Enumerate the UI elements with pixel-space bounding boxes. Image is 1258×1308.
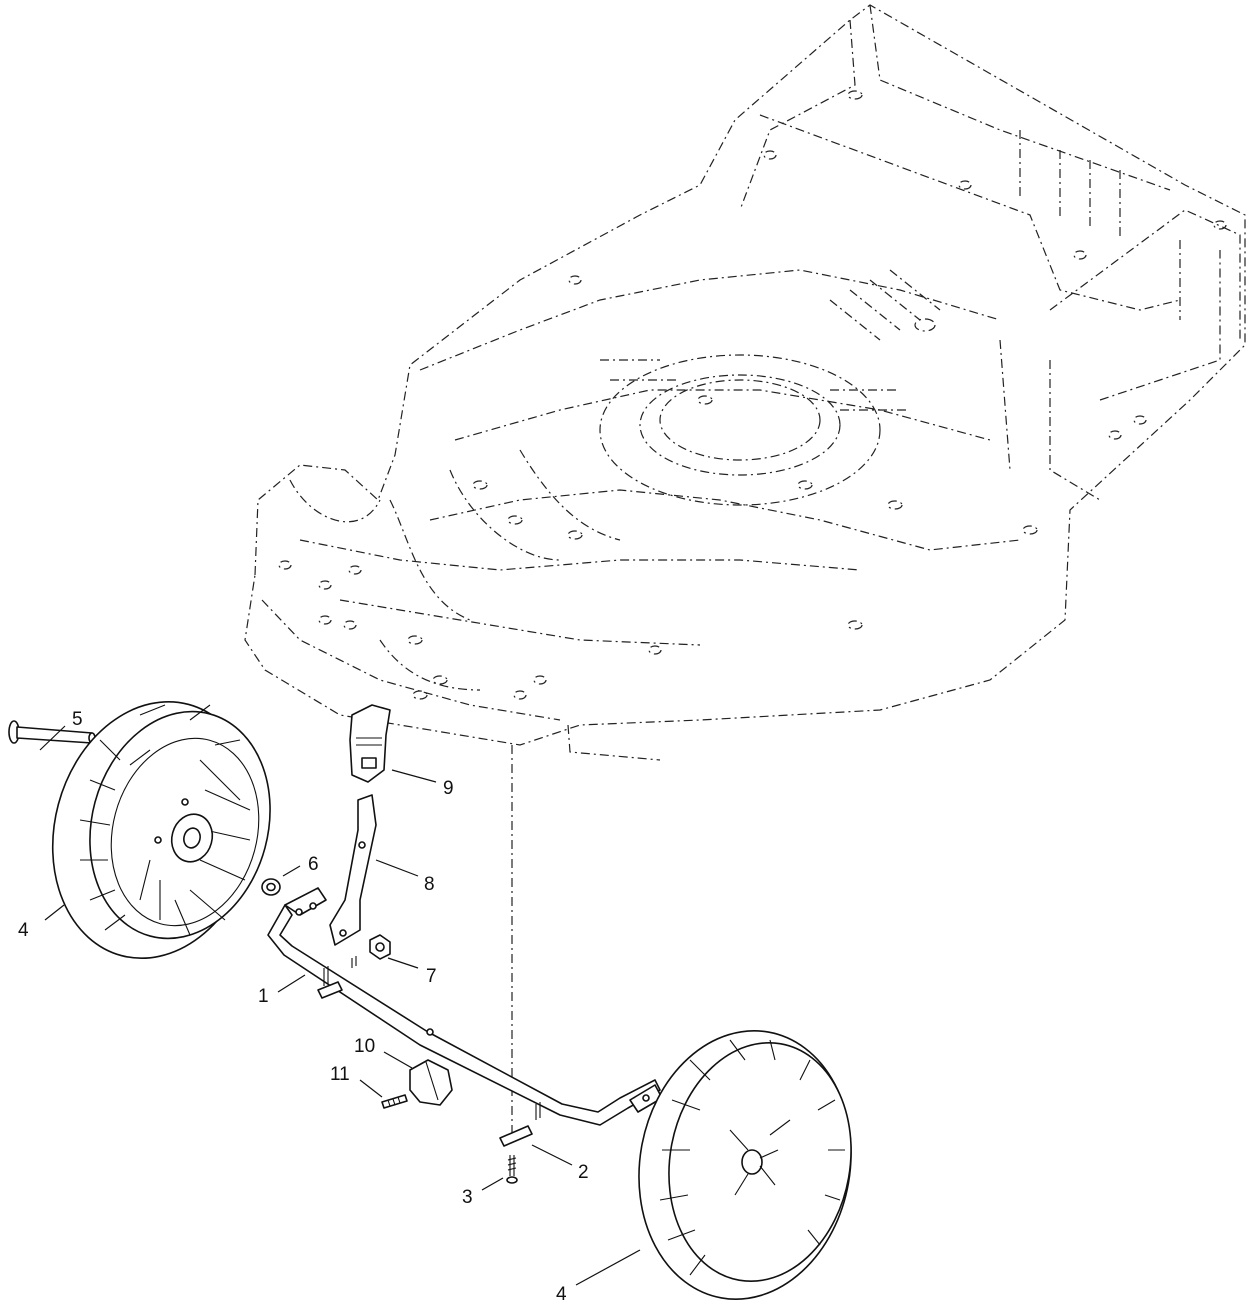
callout-labels: 1 2 3 4 4 5 6 7 8 9 10 11	[18, 709, 589, 1305]
callout-3: 3	[462, 1187, 473, 1208]
callout-8: 8	[424, 874, 435, 895]
bracket-plates	[317, 956, 541, 1147]
adjuster-lever	[329, 794, 377, 946]
callout-4a: 4	[18, 920, 29, 941]
callout-9: 9	[443, 778, 454, 799]
callout-6: 6	[308, 854, 319, 875]
callout-4b: 4	[556, 1284, 567, 1305]
callout-2: 2	[578, 1162, 589, 1183]
leader-lines	[39, 725, 641, 1286]
clip	[409, 1059, 453, 1106]
screw	[506, 1155, 518, 1184]
nut	[369, 934, 391, 960]
washer	[261, 878, 281, 896]
handle-grip	[349, 704, 391, 783]
callout-10: 10	[354, 1036, 375, 1057]
wheel-right	[638, 1030, 852, 1300]
callout-11: 11	[330, 1064, 350, 1085]
axle-bar	[267, 887, 663, 1126]
wheel-left	[51, 700, 271, 960]
callout-1: 1	[258, 986, 269, 1007]
bolt	[381, 1094, 408, 1109]
callout-5: 5	[72, 709, 83, 730]
callout-7: 7	[426, 966, 437, 987]
mower-deck-phantom	[244, 4, 1246, 1140]
deck-bosses	[278, 90, 1227, 700]
